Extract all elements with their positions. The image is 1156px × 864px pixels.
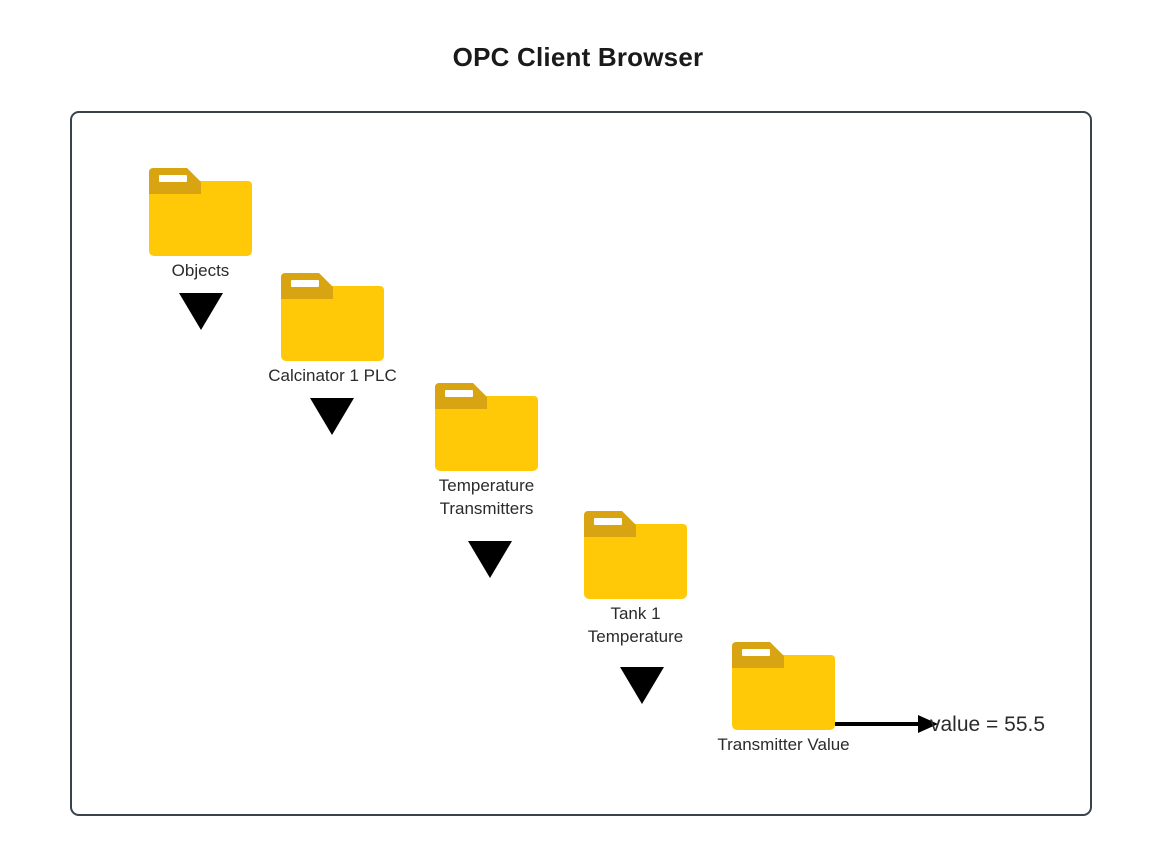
down-arrow-icon [179,293,223,330]
down-arrow-icon [310,398,354,435]
folder-icon[interactable] [149,168,252,256]
tree-node-calcinator-1-plc[interactable]: Calcinator 1 PLC [268,273,397,385]
folder-icon[interactable] [435,383,538,471]
tree-node-label: Temperature Transmitters [438,476,535,518]
tree-node-objects[interactable]: Objects [149,168,252,280]
down-arrow-icon [468,541,512,578]
down-arrow-icon [620,667,664,704]
folder-icon[interactable] [584,511,687,599]
folder-slot [159,175,187,182]
folder-slot [291,280,319,287]
folder-slot [445,390,473,397]
folder-icon[interactable] [281,273,384,361]
tree-node-label: Transmitter Value [717,735,850,754]
value-readout: value = 55.5 [930,713,1046,736]
folder-slot [742,649,770,656]
tree-node-label: Objects [171,261,230,280]
arrow-head [918,715,938,733]
arrow-line [835,722,918,726]
tree-node-temperature-transmitters[interactable]: Temperature Transmitters [435,383,538,518]
folder-slot [594,518,622,525]
tree-node-tank-1-temperature[interactable]: Tank 1 Temperature [584,511,687,646]
tree-node-label: Tank 1 Temperature [587,604,684,646]
tree-node-transmitter-value[interactable]: Transmitter Value [717,642,850,754]
page-title: OPC Client Browser [452,42,704,72]
opc-browser-panel: Objects Calcinator 1 PLC Temperature Tra… [70,111,1092,816]
tree-node-label: Calcinator 1 PLC [268,366,397,385]
folder-icon[interactable] [732,642,835,730]
